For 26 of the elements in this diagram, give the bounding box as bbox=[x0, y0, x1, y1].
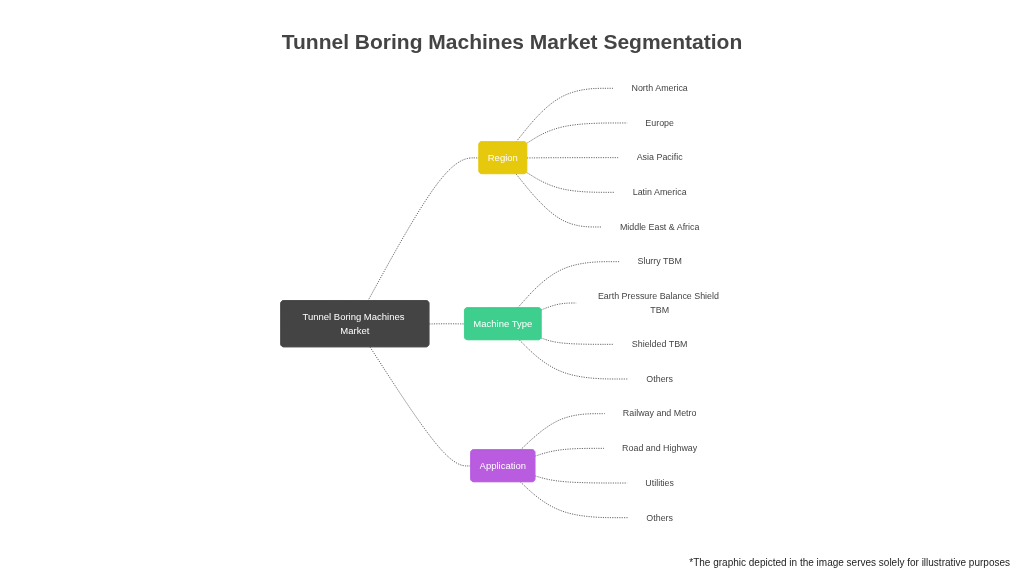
footnote: *The graphic depicted in the image serves solely for illustrative purposes bbox=[689, 557, 1010, 568]
connector bbox=[367, 157, 480, 302]
node-text: Latin America bbox=[633, 186, 687, 197]
node-text: Utilities bbox=[645, 477, 675, 488]
node-text: Europe bbox=[645, 117, 675, 128]
node-text: Asia Pacific bbox=[637, 152, 683, 163]
node-text: Slurry TBM bbox=[637, 256, 683, 267]
connector bbox=[429, 323, 466, 325]
connector bbox=[520, 481, 630, 519]
connector bbox=[526, 157, 620, 159]
connector bbox=[526, 172, 616, 193]
node-text: Others bbox=[646, 373, 674, 384]
node-text: Shielded TBM bbox=[632, 338, 688, 349]
connector bbox=[515, 87, 615, 143]
node-text: Others bbox=[646, 512, 674, 523]
connector bbox=[517, 261, 621, 309]
node-text: Railway and Metro bbox=[623, 408, 697, 419]
node-text: Middle East & Africa bbox=[620, 221, 700, 232]
node-text: Earth Pressure Balance Shield TBM bbox=[598, 290, 720, 315]
node-text: North America bbox=[631, 82, 689, 93]
connector bbox=[515, 173, 603, 228]
connector bbox=[369, 346, 472, 467]
node-text: Road and Highway bbox=[622, 442, 698, 453]
connector bbox=[520, 413, 606, 451]
connector bbox=[535, 447, 606, 457]
diagram-title: Tunnel Boring Machines Market Segmentation bbox=[280, 30, 744, 54]
